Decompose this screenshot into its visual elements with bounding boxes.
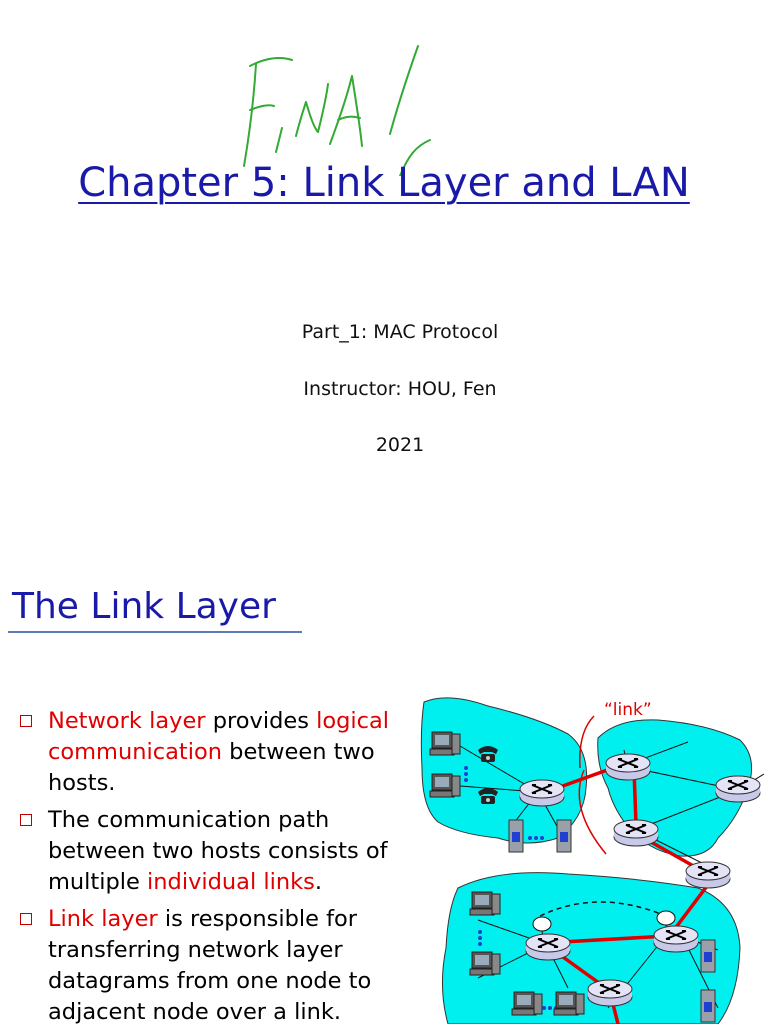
ellipsis-dots-icon [528, 836, 544, 840]
router-icon [605, 753, 651, 781]
bullet-box-icon [20, 814, 32, 826]
section-title: The Link Layer [12, 586, 276, 627]
link-callout-line [579, 715, 595, 769]
title-underline [8, 631, 302, 633]
desktop-pc-icon [511, 991, 543, 1016]
link-callout-arrow [578, 769, 607, 855]
bullet-box-icon [20, 715, 32, 727]
ellipsis-dots-icon [464, 766, 468, 782]
router-icon [715, 775, 761, 803]
router-icon [525, 933, 571, 961]
bullet-item: Network layer provides logical communica… [18, 706, 418, 799]
desktop-pc-icon [469, 891, 501, 916]
router-icon [587, 979, 633, 1007]
bullet-list: Network layer provides logical communica… [18, 706, 418, 1034]
bullet-box-icon [20, 913, 32, 925]
bullet-text: Link layer is responsible for transferri… [48, 906, 372, 1025]
link-layer-slide: The Link Layer Network layer provides lo… [0, 540, 768, 1025]
desktop-pc-icon [553, 991, 585, 1016]
router-icon [685, 861, 731, 889]
desktop-pc-icon [429, 773, 461, 798]
enterprise-network-cloud [441, 872, 741, 1024]
server-icon [508, 819, 524, 853]
year-label: 2021 [375, 434, 425, 456]
bullet-item: The communication path between two hosts… [18, 805, 418, 898]
link-callout-label: “link” [604, 700, 652, 720]
ellipsis-dots-icon [478, 930, 482, 946]
instructor-label: Instructor: HOU, Fen [303, 378, 497, 400]
router-icon [519, 779, 565, 807]
chapter-title: Chapter 5: Link Layer and LAN [78, 160, 690, 206]
bullet-item: Link layer is responsible for transferri… [18, 904, 418, 1028]
network-diagram: “link” [420, 697, 765, 1024]
desktop-pc-icon [469, 951, 501, 976]
server-icon [700, 939, 716, 973]
server-icon [700, 989, 716, 1023]
server-icon [556, 819, 572, 853]
title-slide: Chapter 5: Link Layer and LAN Part_1: MA… [78, 45, 690, 456]
bullet-text: Network layer provides logical communica… [48, 708, 390, 796]
handwritten-final-scribble [243, 45, 431, 176]
part-label: Part_1: MAC Protocol [301, 321, 499, 343]
router-icon [613, 819, 659, 847]
bullet-text: The communication path between two hosts… [48, 807, 388, 895]
desktop-pc-icon [429, 731, 461, 756]
router-icon [653, 925, 699, 953]
